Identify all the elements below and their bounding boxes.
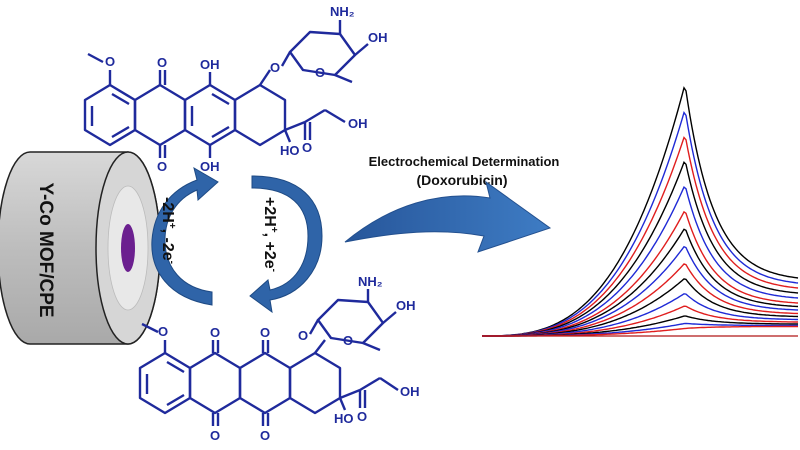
molecule-doxorubicin (83, 20, 369, 158)
top-amine: NH₂ (330, 4, 355, 19)
molecule-bottom-labels: O O O O O O HO O OH O NH₂ OH (158, 274, 420, 443)
top-hydroxyl-2: OH (200, 159, 220, 174)
oxidation-label: -2H+, -2e- (159, 197, 177, 264)
top-carbonyl-3: O (302, 140, 312, 155)
voltammogram-curve (482, 86, 799, 337)
voltammogram-curve (482, 278, 799, 337)
voltammogram (482, 86, 799, 337)
top-glycoside-o: O (270, 60, 280, 75)
voltammogram-curve (482, 305, 798, 337)
determination-arrow (344, 180, 552, 253)
bottom-carbonyl-4: O (260, 428, 270, 443)
molecule-quinone (138, 289, 399, 426)
top-side-oh: OH (348, 116, 368, 131)
ring-b (133, 83, 187, 147)
reduction-label: +2H+, +2e- (261, 197, 279, 272)
bottom-tertiary-oh: HO (334, 411, 354, 426)
ring-b-bottom (188, 351, 242, 415)
caption-line-1: Electrochemical Determination (369, 154, 560, 169)
bottom-sugar-oh: OH (396, 298, 416, 313)
ring-d-bottom (288, 351, 342, 415)
top-carbonyl-1: O (157, 55, 167, 70)
caption: Electrochemical Determination (Doxorubic… (369, 154, 560, 188)
bottom-carbonyl-2: O (210, 428, 220, 443)
electrode-label: Y-Co MOF/CPE (35, 182, 56, 317)
top-ring-o: O (315, 65, 325, 80)
bottom-ring-o: O (343, 333, 353, 348)
caption-line-2: (Doxorubicin) (417, 172, 508, 188)
ring-d (233, 83, 287, 147)
top-hydroxyl-1: OH (200, 57, 220, 72)
electrode-active-disk (121, 224, 135, 272)
bottom-amine: NH₂ (358, 274, 383, 289)
top-methoxy-o: O (105, 54, 115, 69)
bottom-methoxy-o: O (158, 324, 168, 339)
oxidation-arrow (151, 166, 219, 306)
reduction-arrow (249, 175, 323, 314)
top-sugar-oh: OH (368, 30, 388, 45)
bottom-glycoside-o: O (298, 328, 308, 343)
electrode: Y-Co MOF/CPE (0, 151, 161, 345)
bottom-carbonyl-1: O (210, 325, 220, 340)
bottom-carbonyl-5: O (357, 409, 367, 424)
molecule-top-labels: O O O OH OH O HO O OH O NH₂ OH (105, 4, 388, 174)
ring-c-bottom (238, 351, 292, 415)
bottom-side-oh: OH (400, 384, 420, 399)
bottom-carbonyl-3: O (260, 325, 270, 340)
top-tertiary-oh: HO (280, 143, 300, 158)
redox-cycle: -2H+, -2e- +2H+, +2e- (151, 166, 323, 314)
top-carbonyl-2: O (157, 159, 167, 174)
